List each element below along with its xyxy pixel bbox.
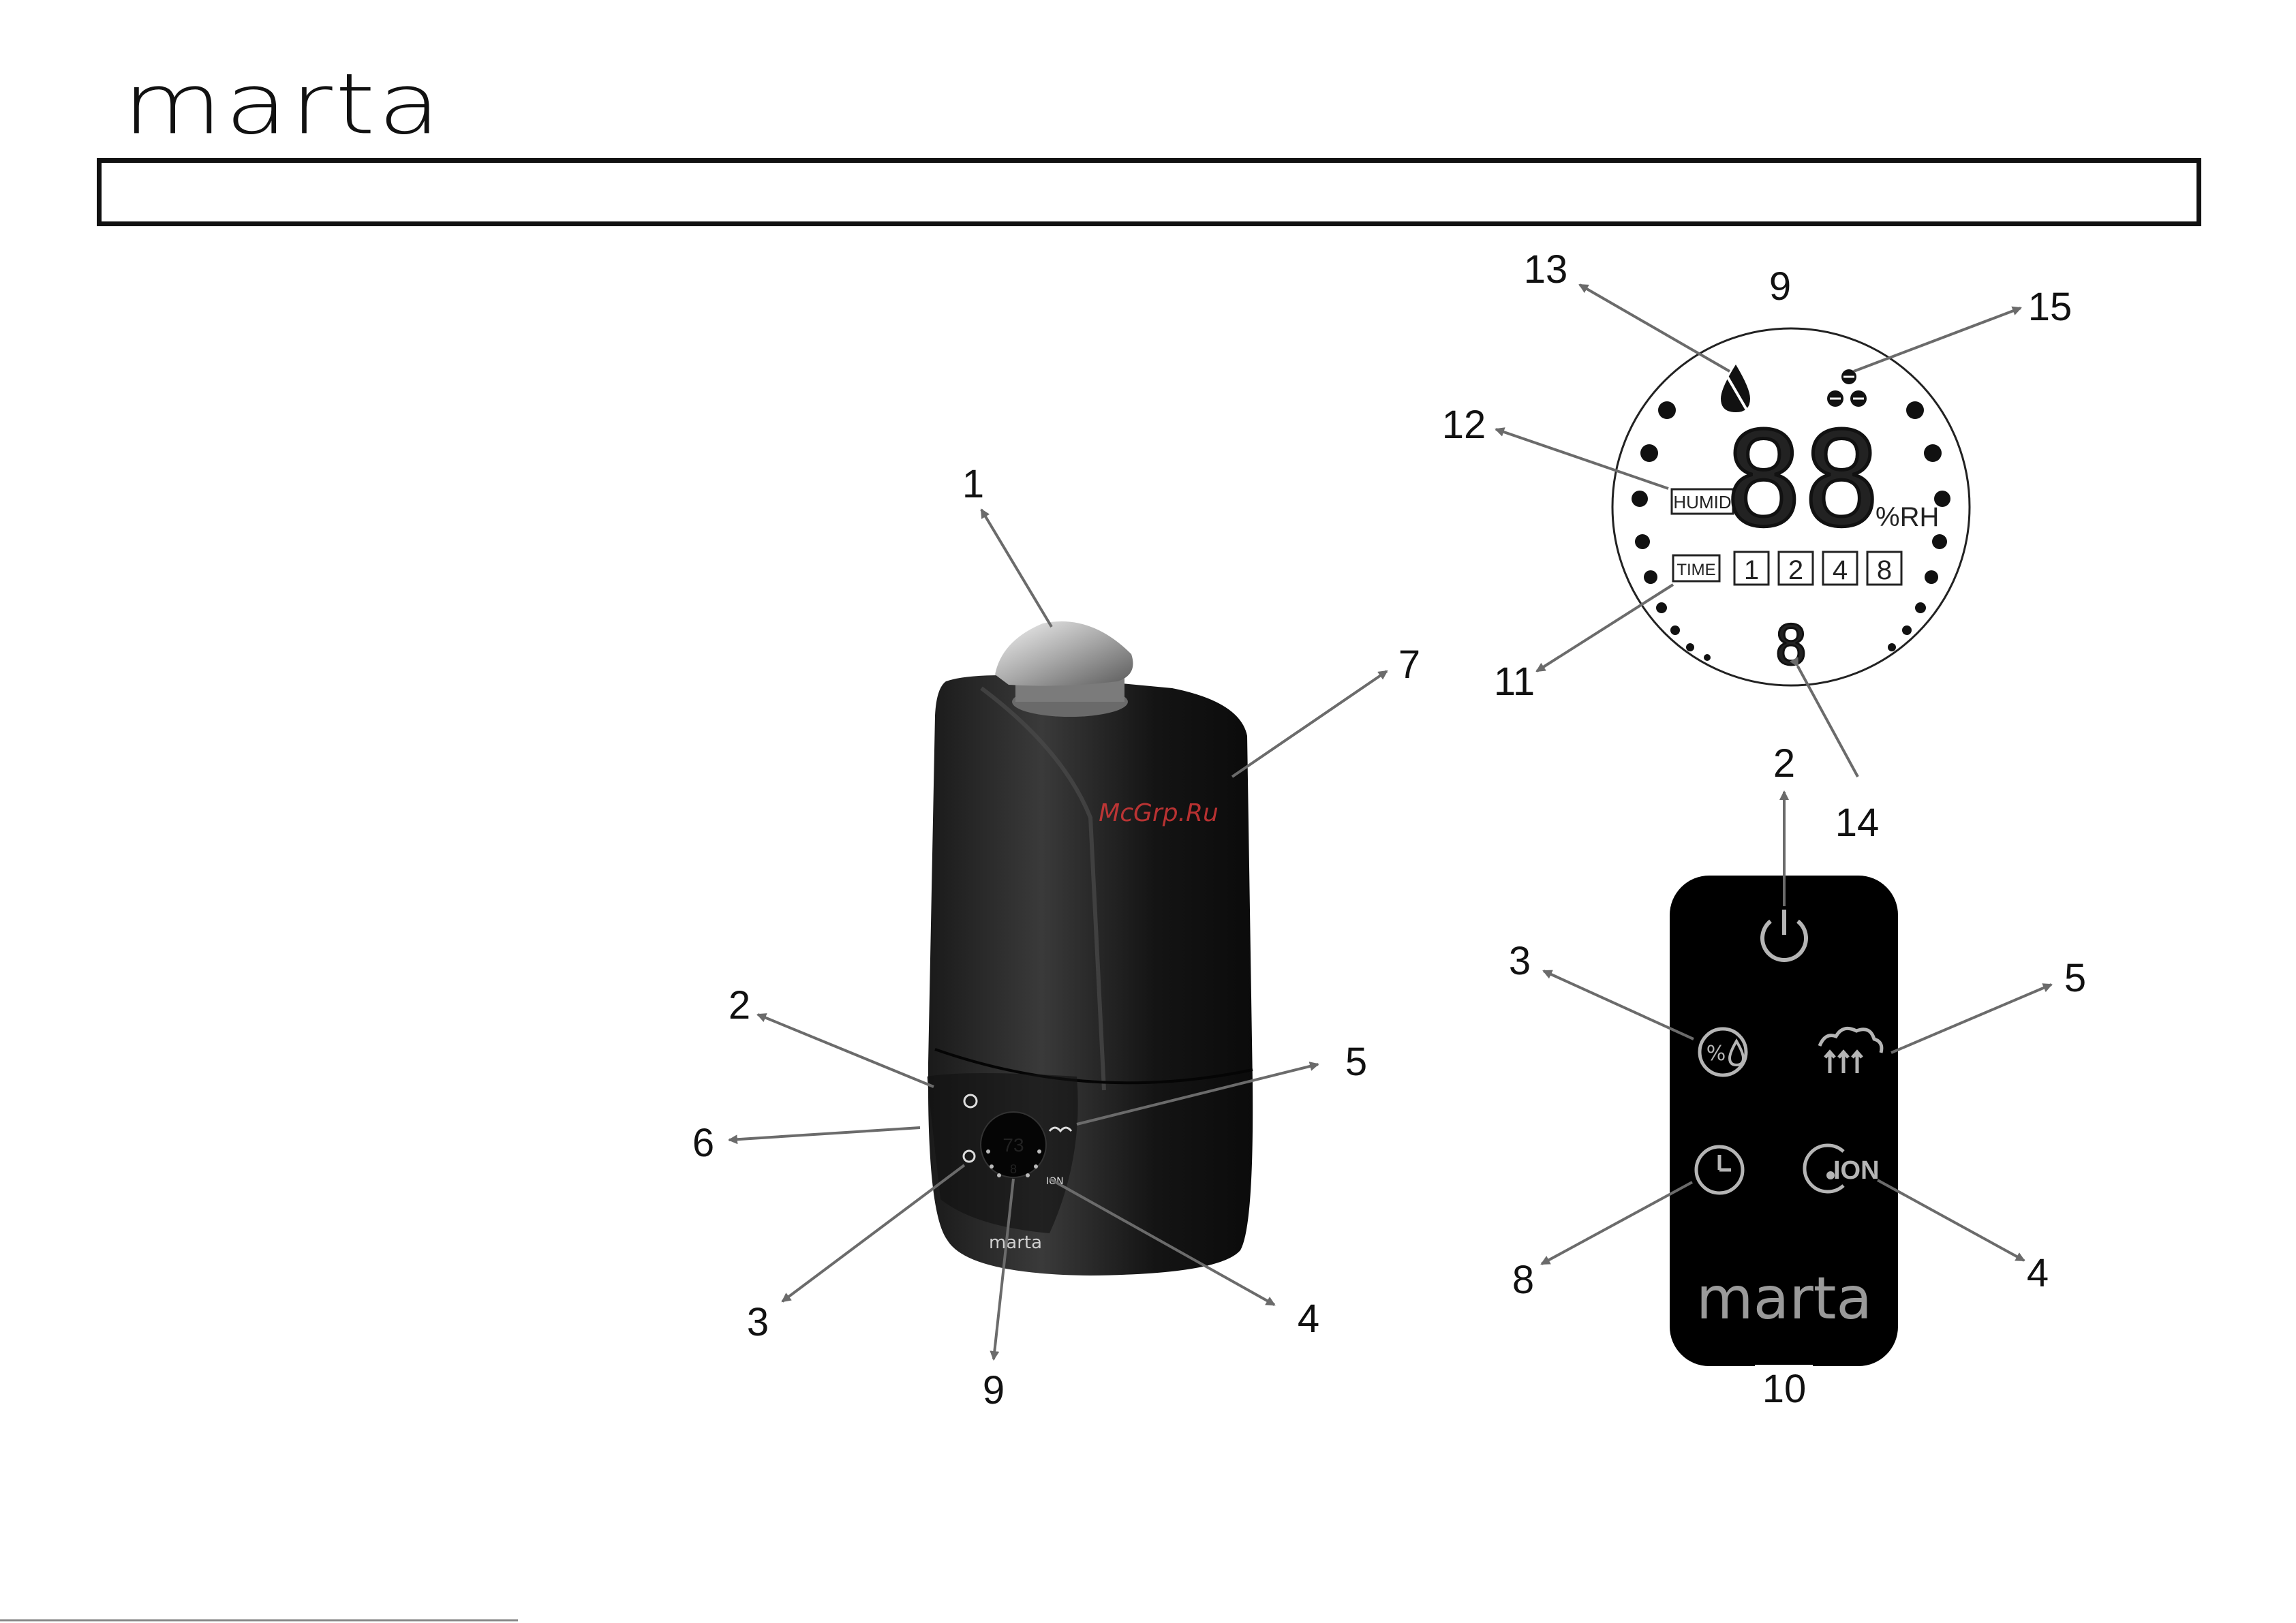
callout-lcd-12: 12	[1442, 403, 1486, 447]
level-digit: 8	[1775, 614, 1807, 677]
humid-label: HUMID	[1673, 492, 1731, 512]
time-label: TIME	[1677, 561, 1715, 579]
svg-text:%: %	[1706, 1042, 1726, 1066]
remote-control: % ION marta	[1670, 876, 1898, 1366]
timer-option-4: 4	[1833, 555, 1848, 585]
callout-unit-1: 1	[962, 462, 984, 506]
timer-option-2: 2	[1788, 555, 1803, 585]
timer-option-1: 1	[1744, 555, 1759, 585]
remote-brand: marta	[1696, 1265, 1872, 1333]
callout-lcd-14: 14	[1835, 801, 1880, 845]
callout-unit-5: 5	[1345, 1040, 1367, 1084]
humidifier-unit: ION 73 8 marta	[927, 621, 1253, 1276]
timer-option-8: 8	[1877, 555, 1892, 585]
callout-lcd-15: 15	[2028, 285, 2072, 329]
humidity-unit: %RH	[1876, 502, 1939, 532]
callout-remote-2: 2	[1773, 741, 1795, 786]
humidity-digits: 88	[1725, 405, 1881, 555]
unit-display-small-digit: 8	[1010, 1162, 1017, 1176]
callout-remote-3: 3	[1509, 939, 1531, 983]
ion-label: ION	[1833, 1156, 1880, 1185]
callout-lcd-9: 9	[1769, 264, 1791, 309]
callout-remote-10: 10	[1762, 1367, 1807, 1411]
unit-brand-mark: marta	[989, 1233, 1042, 1253]
callout-remote-8: 8	[1512, 1258, 1534, 1302]
lcd-display: HUMID 88 %RH TIME 1 2 4 8 8	[1612, 328, 1970, 685]
callout-unit-7: 7	[1398, 643, 1420, 687]
callout-unit-4: 4	[1298, 1297, 1319, 1341]
unit-display-digits: 73	[1002, 1134, 1024, 1156]
callout-remote-5: 5	[2064, 956, 2086, 1000]
watermark: McGrp.Ru	[1099, 799, 1219, 827]
callout-lcd-11: 11	[1494, 660, 1535, 704]
callout-unit-3: 3	[747, 1300, 769, 1344]
callout-unit-2: 2	[729, 983, 750, 1027]
callout-unit-9: 9	[983, 1368, 1005, 1412]
callout-unit-6: 6	[692, 1121, 714, 1165]
mist-nozzle	[995, 621, 1133, 717]
callout-lcd-13: 13	[1524, 247, 1568, 292]
callout-remote-4: 4	[2027, 1251, 2049, 1295]
